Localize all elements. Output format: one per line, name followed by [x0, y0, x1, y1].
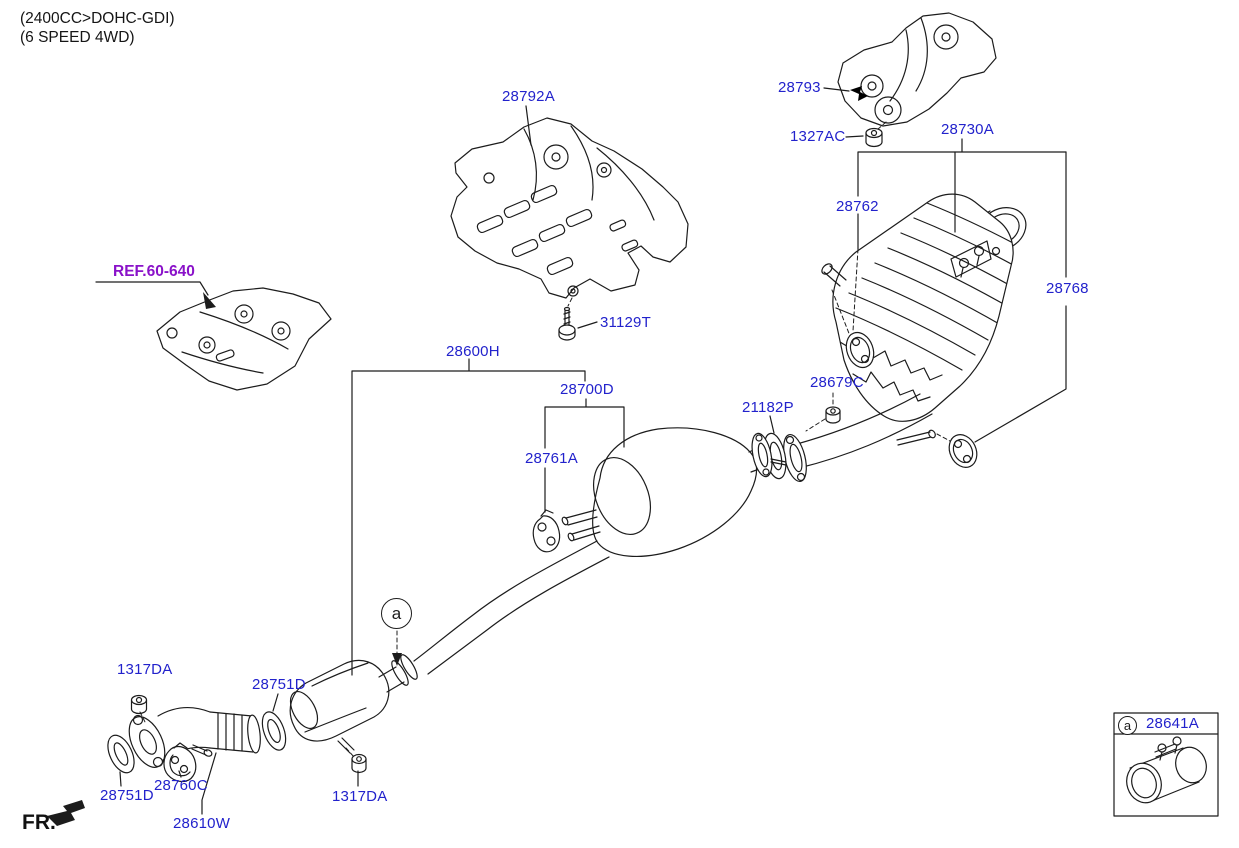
rear-muffler-drawing [783, 193, 1027, 483]
callout-bracket-lines [351, 138, 1067, 676]
part-callout-28700d[interactable]: 28700D [560, 381, 614, 398]
center-muffler-drawing [391, 427, 787, 686]
legend-part-callout-28641a[interactable]: 28641A [1146, 715, 1199, 732]
engine-spec-note: (2400CC>DOHC-GDI) [20, 10, 175, 27]
nut-28679c-drawing [805, 392, 841, 432]
bolt-31129t-drawing [558, 306, 598, 341]
detail-marker-a[interactable]: a [381, 598, 412, 629]
heat-protector-main-drawing [450, 105, 689, 307]
part-callout-31129t[interactable]: 31129T [600, 314, 651, 331]
front-pipe-drawing [107, 659, 405, 815]
legend-marker-a: a [1118, 716, 1137, 735]
part-callout-28610w[interactable]: 28610W [173, 815, 231, 832]
reference-heat-shield-drawing [95, 281, 332, 391]
part-callout-28761a[interactable]: 28761A [525, 450, 578, 467]
part-callout-28679c[interactable]: 28679C [810, 374, 864, 391]
part-callout-21182p[interactable]: 21182P [742, 399, 794, 416]
part-callout-28768[interactable]: 28768 [1046, 280, 1089, 297]
legend-box [1113, 712, 1219, 817]
part-callout-28760c[interactable]: 28760C [154, 777, 208, 794]
bracket-28793-drawing [823, 12, 997, 131]
hanger-28761a-drawing [532, 467, 561, 553]
clamp-28641a-drawing [1126, 736, 1207, 804]
part-callout-1327ac[interactable]: 1327AC [790, 128, 846, 145]
reference-link-60-640[interactable]: REF.60-640 [113, 263, 195, 280]
nut-1327ac-drawing [845, 127, 883, 148]
part-callout-28751d-center[interactable]: 28751D [252, 676, 306, 693]
part-callout-28792a[interactable]: 28792A [502, 88, 555, 105]
part-callout-1317da-front[interactable]: 1317DA [117, 661, 173, 678]
part-callout-28793[interactable]: 28793 [778, 79, 821, 96]
part-callout-28730a[interactable]: 28730A [941, 121, 994, 138]
part-callout-28762[interactable]: 28762 [836, 198, 879, 215]
part-callout-28600h[interactable]: 28600H [446, 343, 500, 360]
part-callout-28751d-front[interactable]: 28751D [100, 787, 154, 804]
front-direction-label: FR. [22, 811, 56, 834]
part-callout-1317da-center[interactable]: 1317DA [332, 788, 388, 805]
front-direction-arrow-icon [47, 800, 85, 826]
transmission-spec-note: (6 SPEED 4WD) [20, 29, 135, 46]
